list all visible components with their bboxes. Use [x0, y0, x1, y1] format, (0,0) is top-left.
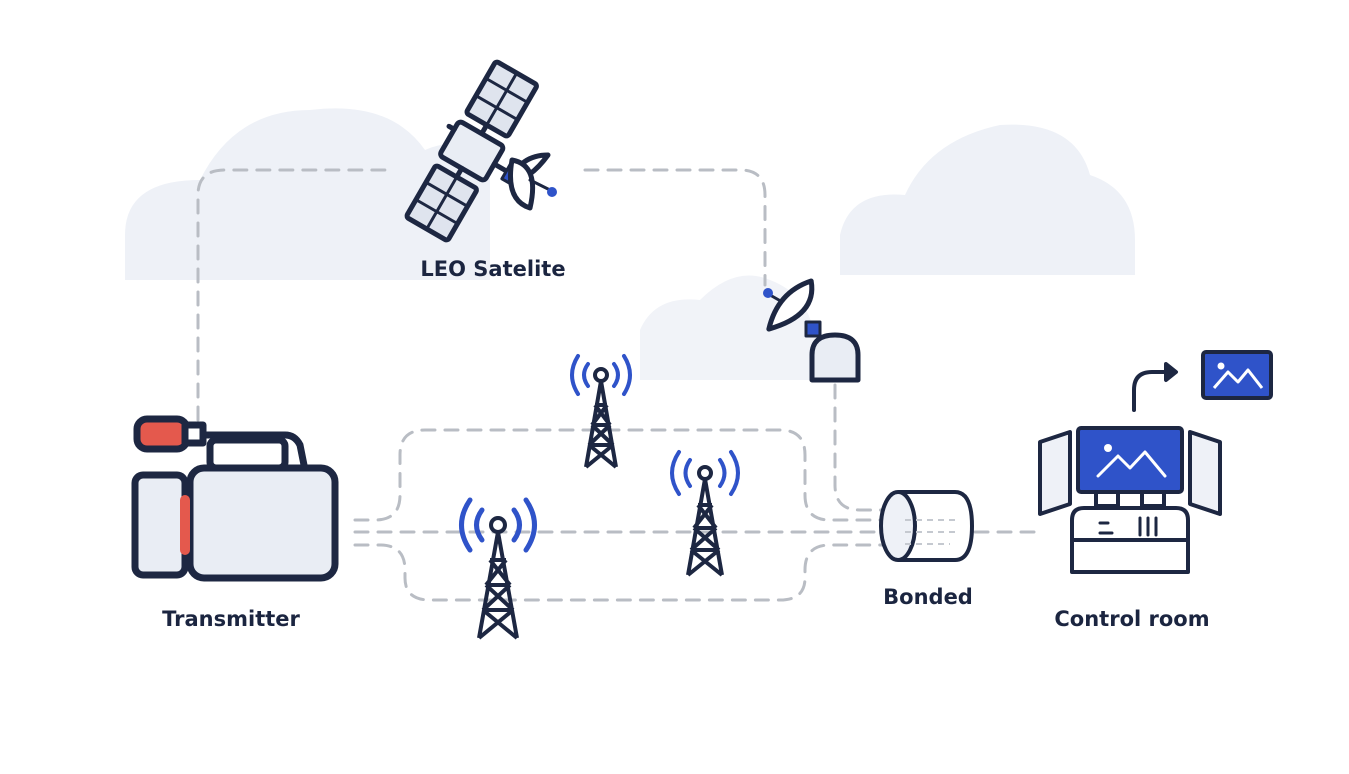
link-cell-upper	[353, 428, 887, 522]
dashed-links	[196, 168, 1037, 602]
satellite-dish-icon	[763, 278, 861, 383]
label-bonded: Bonded	[883, 585, 973, 609]
cloud-icon	[125, 108, 490, 280]
image-icon	[1201, 350, 1273, 400]
camera-icon	[131, 415, 339, 582]
cloud-icon	[840, 124, 1135, 275]
label-transmitter: Transmitter	[162, 607, 300, 631]
link-satellite-dish	[583, 168, 767, 287]
satellite-icon	[404, 59, 557, 243]
cell-tower-icon	[670, 450, 740, 577]
arrow-icon	[1132, 362, 1178, 412]
label-leo-satellite: LEO Satelite	[420, 257, 566, 281]
link-dish-bonded	[833, 383, 887, 512]
label-control-room: Control room	[1054, 607, 1210, 631]
link-cell-lower	[353, 543, 887, 602]
cloud-icon	[640, 275, 815, 380]
cell-tower-icon	[570, 354, 632, 469]
link-transmitter-satellite	[196, 168, 392, 422]
cylinder-icon	[879, 490, 974, 562]
cell-tower-icon	[459, 497, 537, 640]
control-desk-icon	[1038, 426, 1222, 574]
